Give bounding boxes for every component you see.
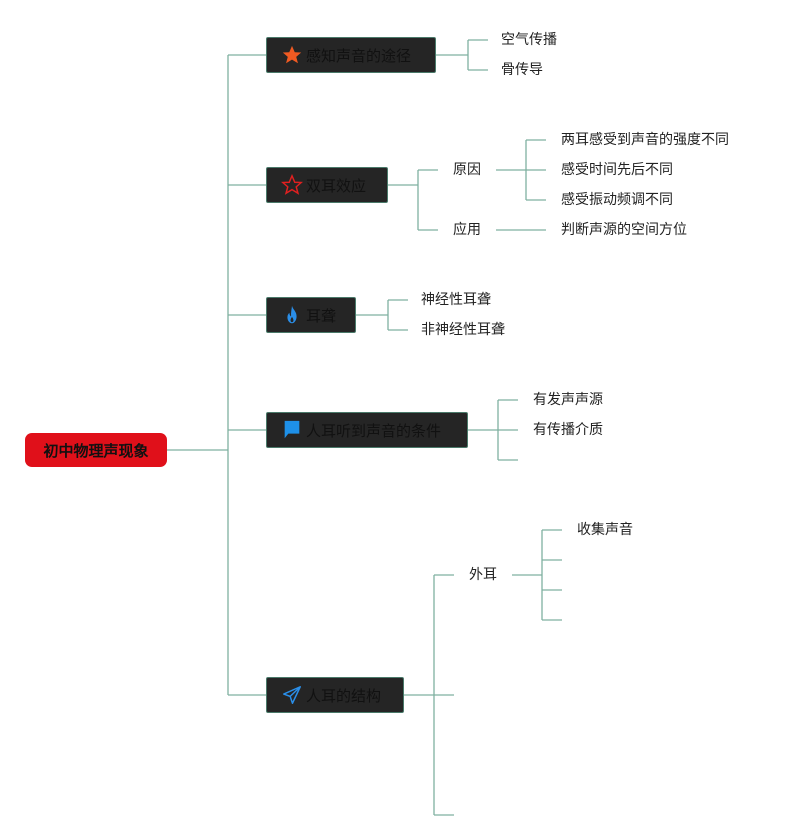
flame-icon <box>281 304 303 326</box>
branch-label: 人耳的结构 <box>306 686 382 705</box>
node-application[interactable]: 应用 <box>453 222 481 238</box>
leaf-non-neural[interactable]: 非神经性耳聋 <box>421 322 505 338</box>
filled-star-icon <box>281 44 303 66</box>
leaf-source[interactable]: 有发声声源 <box>533 392 603 408</box>
leaf-collect-sound[interactable]: 收集声音 <box>577 522 633 538</box>
root-topic[interactable]: 初中物理声现象 <box>25 433 167 467</box>
branch-label: 双耳效应 <box>306 176 367 195</box>
flag-icon <box>281 419 303 441</box>
branch-topic-conditions[interactable]: 人耳听到声音的条件 <box>266 412 468 448</box>
leaf-application-1[interactable]: 判断声源的空间方位 <box>561 222 687 238</box>
branch-label: 感知声音的途径 <box>306 46 412 65</box>
outline-star-icon <box>281 174 303 196</box>
leaf-cause-1[interactable]: 两耳感受到声音的强度不同 <box>561 132 729 148</box>
branch-label: 耳聋 <box>306 306 337 325</box>
leaf-neural[interactable]: 神经性耳聋 <box>421 292 491 308</box>
node-cause[interactable]: 原因 <box>453 162 481 178</box>
leaf-cause-2[interactable]: 感受时间先后不同 <box>561 162 673 178</box>
branch-topic-deafness[interactable]: 耳聋 <box>266 297 356 333</box>
leaf-air[interactable]: 空气传播 <box>501 32 557 48</box>
leaf-bone[interactable]: 骨传导 <box>501 62 543 78</box>
node-outer-ear[interactable]: 外耳 <box>469 567 497 583</box>
paper-plane-icon <box>281 684 303 706</box>
branch-label: 人耳听到声音的条件 <box>306 421 442 440</box>
leaf-medium[interactable]: 有传播介质 <box>533 422 603 438</box>
branch-topic-ear-structure[interactable]: 人耳的结构 <box>266 677 404 713</box>
branch-topic-binaural[interactable]: 双耳效应 <box>266 167 388 203</box>
branch-topic-perception[interactable]: 感知声音的途径 <box>266 37 436 73</box>
root-label: 初中物理声现象 <box>43 441 149 460</box>
leaf-cause-3[interactable]: 感受振动频调不同 <box>561 192 673 208</box>
